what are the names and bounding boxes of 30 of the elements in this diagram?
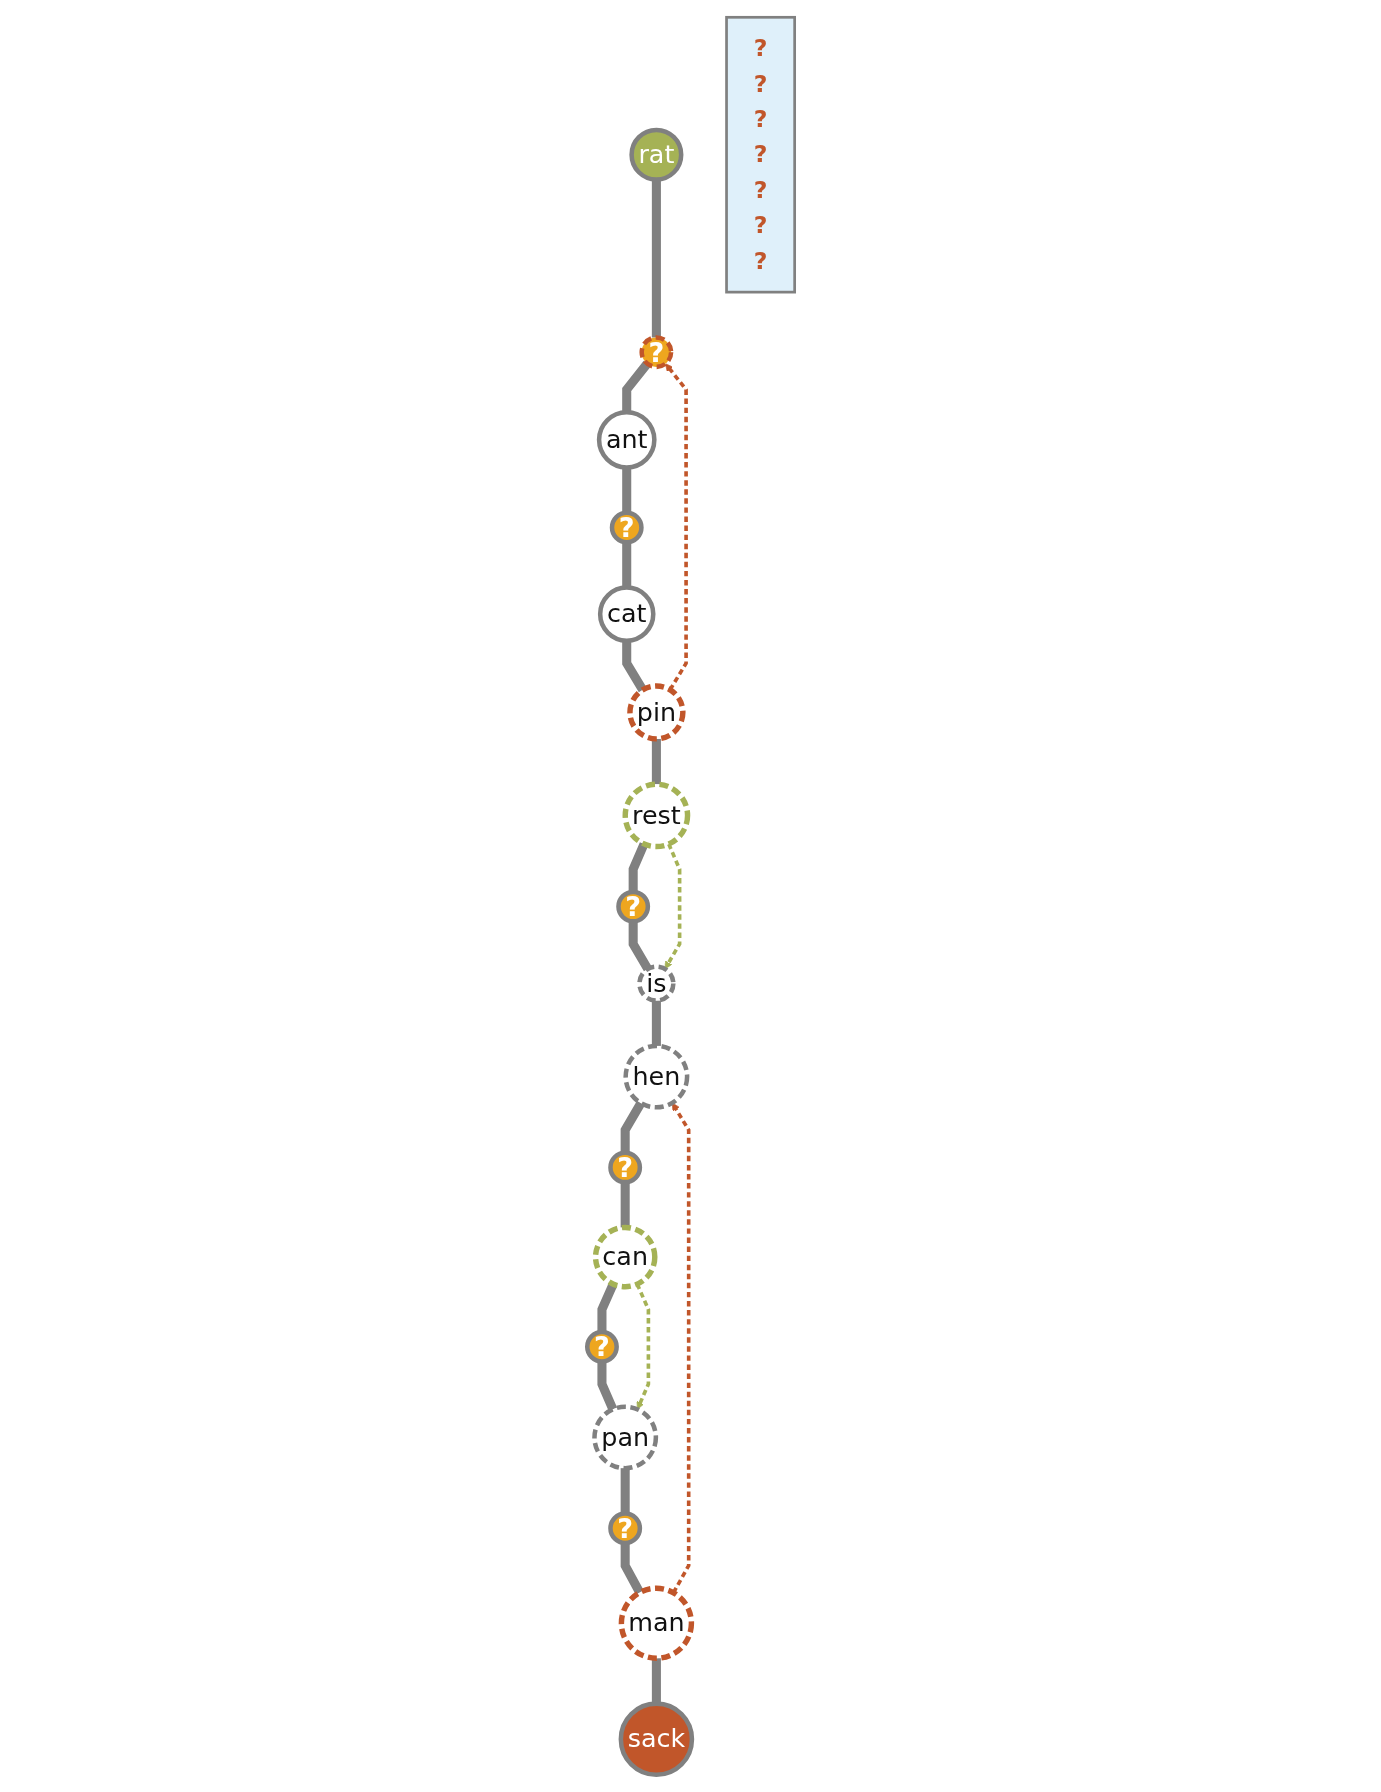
connector bbox=[651, 1000, 661, 1046]
node-circle: ant bbox=[596, 409, 657, 470]
arrow bbox=[664, 363, 688, 691]
node-box: ? ? ? ? ? ? ? bbox=[724, 15, 796, 294]
node-circle: ? bbox=[615, 889, 650, 924]
connector bbox=[621, 542, 631, 588]
node-circle: is bbox=[636, 964, 676, 1003]
node-circle: ? bbox=[584, 1329, 619, 1364]
node-circle: cat bbox=[597, 585, 656, 643]
connector bbox=[620, 1468, 630, 1514]
node-circle: ? bbox=[607, 1150, 642, 1185]
arrow bbox=[671, 1102, 691, 1594]
node-circle: rest bbox=[622, 781, 690, 850]
connector bbox=[628, 842, 648, 892]
connector bbox=[620, 1542, 644, 1595]
connector bbox=[651, 179, 661, 338]
arrow bbox=[664, 843, 681, 970]
node-circle: ? bbox=[609, 510, 644, 545]
node-circle: ? bbox=[607, 1511, 642, 1546]
node-circle: sack bbox=[618, 1701, 694, 1777]
node-circle: pan bbox=[591, 1404, 658, 1471]
connector bbox=[651, 1658, 661, 1704]
node-circle: ? bbox=[639, 335, 673, 370]
node-circle: rat bbox=[628, 127, 683, 182]
arrow bbox=[635, 1283, 650, 1410]
node-circle: pin bbox=[626, 683, 686, 742]
node-circle: hen bbox=[622, 1043, 689, 1110]
node-circle: can bbox=[592, 1224, 658, 1290]
connector bbox=[628, 921, 652, 972]
node-circle: man bbox=[618, 1585, 694, 1661]
